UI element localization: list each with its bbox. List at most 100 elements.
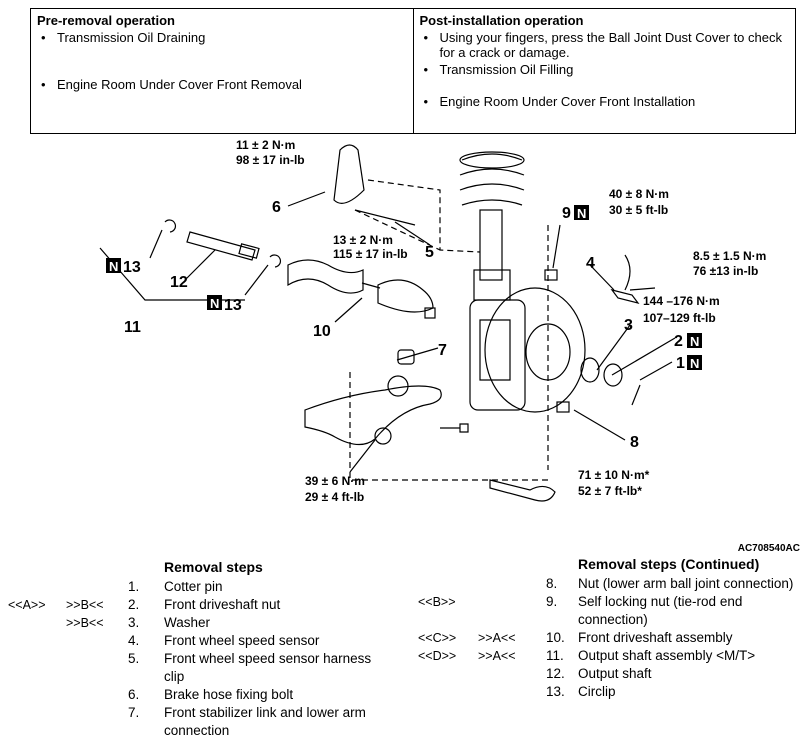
step-marker xyxy=(8,578,66,596)
lower-arm-drawing xyxy=(304,375,442,446)
step-marker xyxy=(418,683,478,701)
step-number: 8. xyxy=(546,576,558,591)
removal-steps-cont-title: Removal steps (Continued) xyxy=(578,556,760,572)
pre-removal-item: Transmission Oil Draining xyxy=(37,30,407,45)
step-number: 10. xyxy=(546,630,565,645)
step-marker: <<A>> xyxy=(8,598,46,612)
washer-drawing xyxy=(580,357,600,383)
operations-table: Pre-removal operation Transmission Oil D… xyxy=(30,8,796,134)
post-installation-column: Post-installation operation Using your f… xyxy=(412,9,796,133)
torque-label: 11 ± 2 N·m xyxy=(236,138,295,152)
step-marker xyxy=(8,614,66,632)
driveshaft-drawing xyxy=(287,259,436,319)
svg-text:30 ± 5 ft-lb: 30 ± 5 ft-lb xyxy=(609,203,668,217)
non-reusable-mark: N xyxy=(106,258,121,274)
torque-label: 76 ±13 in-lb xyxy=(693,264,758,278)
step-marker xyxy=(418,575,478,593)
svg-text:39 ± 6 N·m: 39 ± 6 N·m xyxy=(305,474,365,488)
speed-sensor-drawing xyxy=(610,254,640,304)
removal-steps-title: Removal steps xyxy=(164,559,263,575)
torque-label: 52 ± 7 ft-lb* xyxy=(578,484,642,498)
step-text: Front wheel speed sensor harness clip xyxy=(164,651,372,684)
torque-label: 40 ± 8 N·m xyxy=(609,187,669,201)
torque-label: 144 –176 N·m xyxy=(643,294,720,308)
callout-number: 4 xyxy=(586,255,595,272)
removal-steps: Removal steps 1.Cotter pin<<A>>>>B<<2.Fr… xyxy=(8,558,408,740)
post-installation-list: Using your fingers, press the Ball Joint… xyxy=(420,30,790,109)
step-marker xyxy=(66,686,128,704)
callout-number: 10 xyxy=(313,323,331,340)
callout-number: 3 xyxy=(624,317,633,334)
figure-code: AC708540AC xyxy=(737,543,800,554)
knuckle-rotor-drawing xyxy=(469,287,586,413)
step-number: 6. xyxy=(128,687,140,702)
step-marker: <<D>> xyxy=(418,649,457,663)
svg-text:29 ± 4 ft-lb: 29 ± 4 ft-lb xyxy=(305,490,364,504)
step-text: Front driveshaft nut xyxy=(164,597,281,612)
callout-number: 9 xyxy=(562,205,571,222)
callout-number: 5 xyxy=(425,244,434,261)
non-reusable-mark: N xyxy=(574,205,589,221)
svg-text:N: N xyxy=(690,334,699,349)
pre-removal-list: Transmission Oil Draining Engine Room Un… xyxy=(37,30,407,92)
step-text: Front stabilizer link and lower arm conn… xyxy=(164,705,366,738)
step-marker xyxy=(66,578,128,596)
brake-hose-drawing xyxy=(333,144,416,226)
torque-label: 115 ± 17 in-lb xyxy=(333,247,408,261)
step-row: <<D>>>>A<<11.Output shaft assembly <M/T> xyxy=(418,647,810,665)
step-number: 2. xyxy=(128,597,140,612)
svg-text:52 ± 7 ft-lb*: 52 ± 7 ft-lb* xyxy=(578,484,642,498)
step-text: Output shaft xyxy=(578,666,652,681)
callout-number: 11 xyxy=(124,319,141,336)
svg-text:N: N xyxy=(109,259,118,274)
step-marker: >>A<< xyxy=(478,649,516,663)
output-shaft-drawing xyxy=(186,231,260,261)
step-marker xyxy=(8,704,66,740)
step-number: 13. xyxy=(546,684,565,699)
step-row: 1.Cotter pin xyxy=(8,578,408,596)
pre-removal-item: Engine Room Under Cover Front Removal xyxy=(37,77,407,92)
step-marker xyxy=(8,632,66,650)
torque-label: 39 ± 6 N·m xyxy=(305,474,365,488)
step-marker xyxy=(478,575,546,593)
torque-label: 8.5 ± 1.5 N·m xyxy=(693,249,766,263)
step-marker xyxy=(66,650,128,686)
step-row: 4.Front wheel speed sensor xyxy=(8,632,408,650)
step-row: 13. Circlip xyxy=(418,683,810,701)
step-text: Cotter pin xyxy=(164,579,223,594)
torque-label: 107–129 ft-lb xyxy=(643,311,716,325)
svg-text:N: N xyxy=(690,356,699,371)
callout-number: 1 xyxy=(676,355,685,372)
step-row: <<A>>>>B<<2.Front driveshaft nut xyxy=(8,596,408,614)
pre-removal-title: Pre-removal operation xyxy=(37,13,175,28)
step-text: Circlip xyxy=(578,684,616,699)
strut-spring-drawing xyxy=(459,151,525,301)
step-number: 7. xyxy=(128,705,140,720)
step-text: Nut (lower arm ball joint connection) xyxy=(578,576,794,591)
step-text: Front driveshaft assembly xyxy=(578,630,733,645)
callout-number: 13 xyxy=(224,297,242,314)
tie-rod-end-drawing xyxy=(489,479,556,502)
torque-label: 29 ± 4 ft-lb xyxy=(305,490,364,504)
svg-text:N: N xyxy=(210,296,219,311)
stabilizer-link-drawing xyxy=(397,349,415,365)
step-number: 12. xyxy=(546,666,565,681)
step-marker xyxy=(8,650,66,686)
step-text: Front wheel speed sensor xyxy=(164,633,320,648)
svg-text:76 ±13 in-lb: 76 ±13 in-lb xyxy=(693,264,758,278)
step-marker xyxy=(66,632,128,650)
circlip-drawing xyxy=(164,219,176,233)
svg-text:8.5 ± 1.5 N·m: 8.5 ± 1.5 N·m xyxy=(693,249,766,263)
bolt-drawing xyxy=(440,423,469,433)
non-reusable-mark: N xyxy=(687,355,702,371)
step-row: 12. Output shaft xyxy=(418,665,810,683)
post-installation-item: Transmission Oil Filling xyxy=(420,62,790,77)
svg-text:N: N xyxy=(577,206,586,221)
step-marker: <<B>> xyxy=(418,595,456,609)
step-row: 8. Nut (lower arm ball joint connection) xyxy=(418,575,810,593)
callout-number: 7 xyxy=(438,342,447,359)
step-marker xyxy=(418,665,478,683)
step-row: 7. Front stabilizer link and lower arm co… xyxy=(8,704,408,740)
step-marker: >>A<< xyxy=(478,631,516,645)
step-marker: <<C>> xyxy=(418,631,457,645)
